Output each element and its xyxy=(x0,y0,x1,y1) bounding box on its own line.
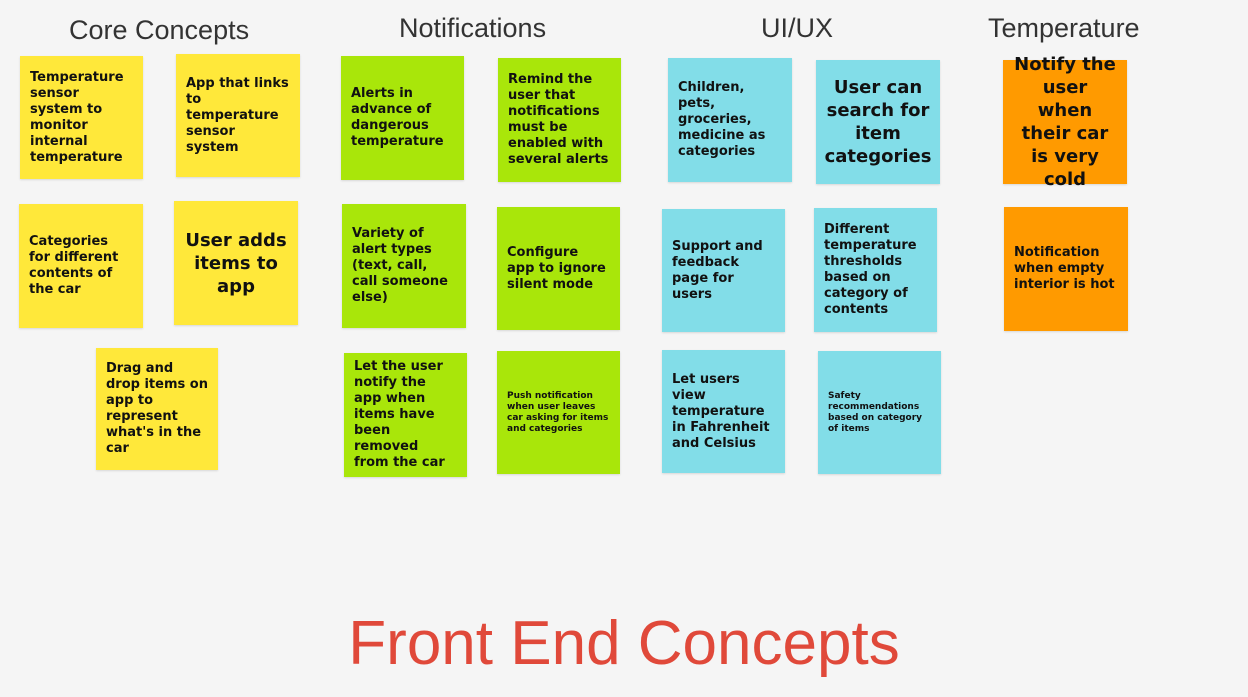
sticky-note-text: Categories for different contents of the… xyxy=(29,234,119,297)
sticky-note[interactable]: App that links to temperature sensor sys… xyxy=(176,54,300,177)
sticky-note-text: Safety recommendations based on category… xyxy=(828,390,923,434)
page-title: Front End Concepts xyxy=(348,609,900,678)
sticky-note[interactable]: Drag and drop items on app to represent … xyxy=(96,348,218,470)
heading-core-concepts: Core Concepts xyxy=(69,15,250,45)
sticky-note[interactable]: Alerts in advance of dangerous temperatu… xyxy=(341,56,464,180)
sticky-note-text: Let the user notify the app when items h… xyxy=(354,359,445,470)
sticky-note-text: Variety of alert types (text, call, call… xyxy=(352,226,448,305)
sticky-note-text: Support and feedback page for users xyxy=(672,238,763,302)
heading-temperature: Temperature xyxy=(988,13,1140,43)
sticky-note[interactable]: Configure app to ignore silent mode xyxy=(497,207,620,330)
heading-ui-ux: UI/UX xyxy=(761,13,834,43)
sticky-note[interactable]: User adds items to app xyxy=(174,201,298,325)
sticky-note[interactable]: Safety recommendations based on category… xyxy=(818,351,941,474)
sticky-note-text: Children, pets, groceries, medicine as c… xyxy=(678,80,766,159)
sticky-note-text: User can search for item categories xyxy=(824,77,932,167)
sticky-note[interactable]: Notify the user when their car is very c… xyxy=(1003,54,1127,190)
sticky-note[interactable]: Let users view temperature in Fahrenheit… xyxy=(662,350,785,473)
sticky-note[interactable]: Push notification when user leaves car a… xyxy=(497,351,620,474)
sticky-note[interactable]: Categories for different contents of the… xyxy=(19,204,143,328)
sticky-note-text: Temperature sensor system to monitor int… xyxy=(30,69,124,165)
sticky-note[interactable]: Different temperature thresholds based o… xyxy=(814,208,937,332)
sticky-note[interactable]: Temperature sensor system to monitor int… xyxy=(20,56,143,179)
sticky-note[interactable]: Remind the user that notifications must … xyxy=(498,58,621,182)
sticky-note[interactable]: Variety of alert types (text, call, call… xyxy=(342,204,466,328)
sticky-note-text: User adds items to app xyxy=(185,229,287,297)
sticky-note-text: Notify the user when their car is very c… xyxy=(1014,54,1116,190)
heading-notifications: Notifications xyxy=(399,13,547,43)
sticky-note-text: Remind the user that notifications must … xyxy=(508,72,609,167)
sticky-note[interactable]: Let the user notify the app when items h… xyxy=(344,353,467,477)
sticky-note-text: Configure app to ignore silent mode xyxy=(507,244,606,292)
sticky-note-text: Push notification when user leaves car a… xyxy=(507,390,609,434)
sticky-note-text: Different temperature thresholds based o… xyxy=(824,222,917,317)
sticky-note-text: App that links to temperature sensor sys… xyxy=(186,75,289,155)
sticky-note[interactable]: User can search for item categories xyxy=(816,60,940,184)
sticky-note[interactable]: Notification when empty interior is hot xyxy=(1004,207,1128,331)
sticky-note-text: Drag and drop items on app to represent … xyxy=(106,361,208,456)
sticky-note[interactable]: Support and feedback page for users xyxy=(662,209,785,332)
sticky-note-text: Let users view temperature in Fahrenheit… xyxy=(672,371,770,451)
sticky-note-text: Notification when empty interior is hot xyxy=(1014,245,1115,292)
sticky-note[interactable]: Children, pets, groceries, medicine as c… xyxy=(668,58,792,182)
sticky-note-text: Alerts in advance of dangerous temperatu… xyxy=(351,86,444,149)
